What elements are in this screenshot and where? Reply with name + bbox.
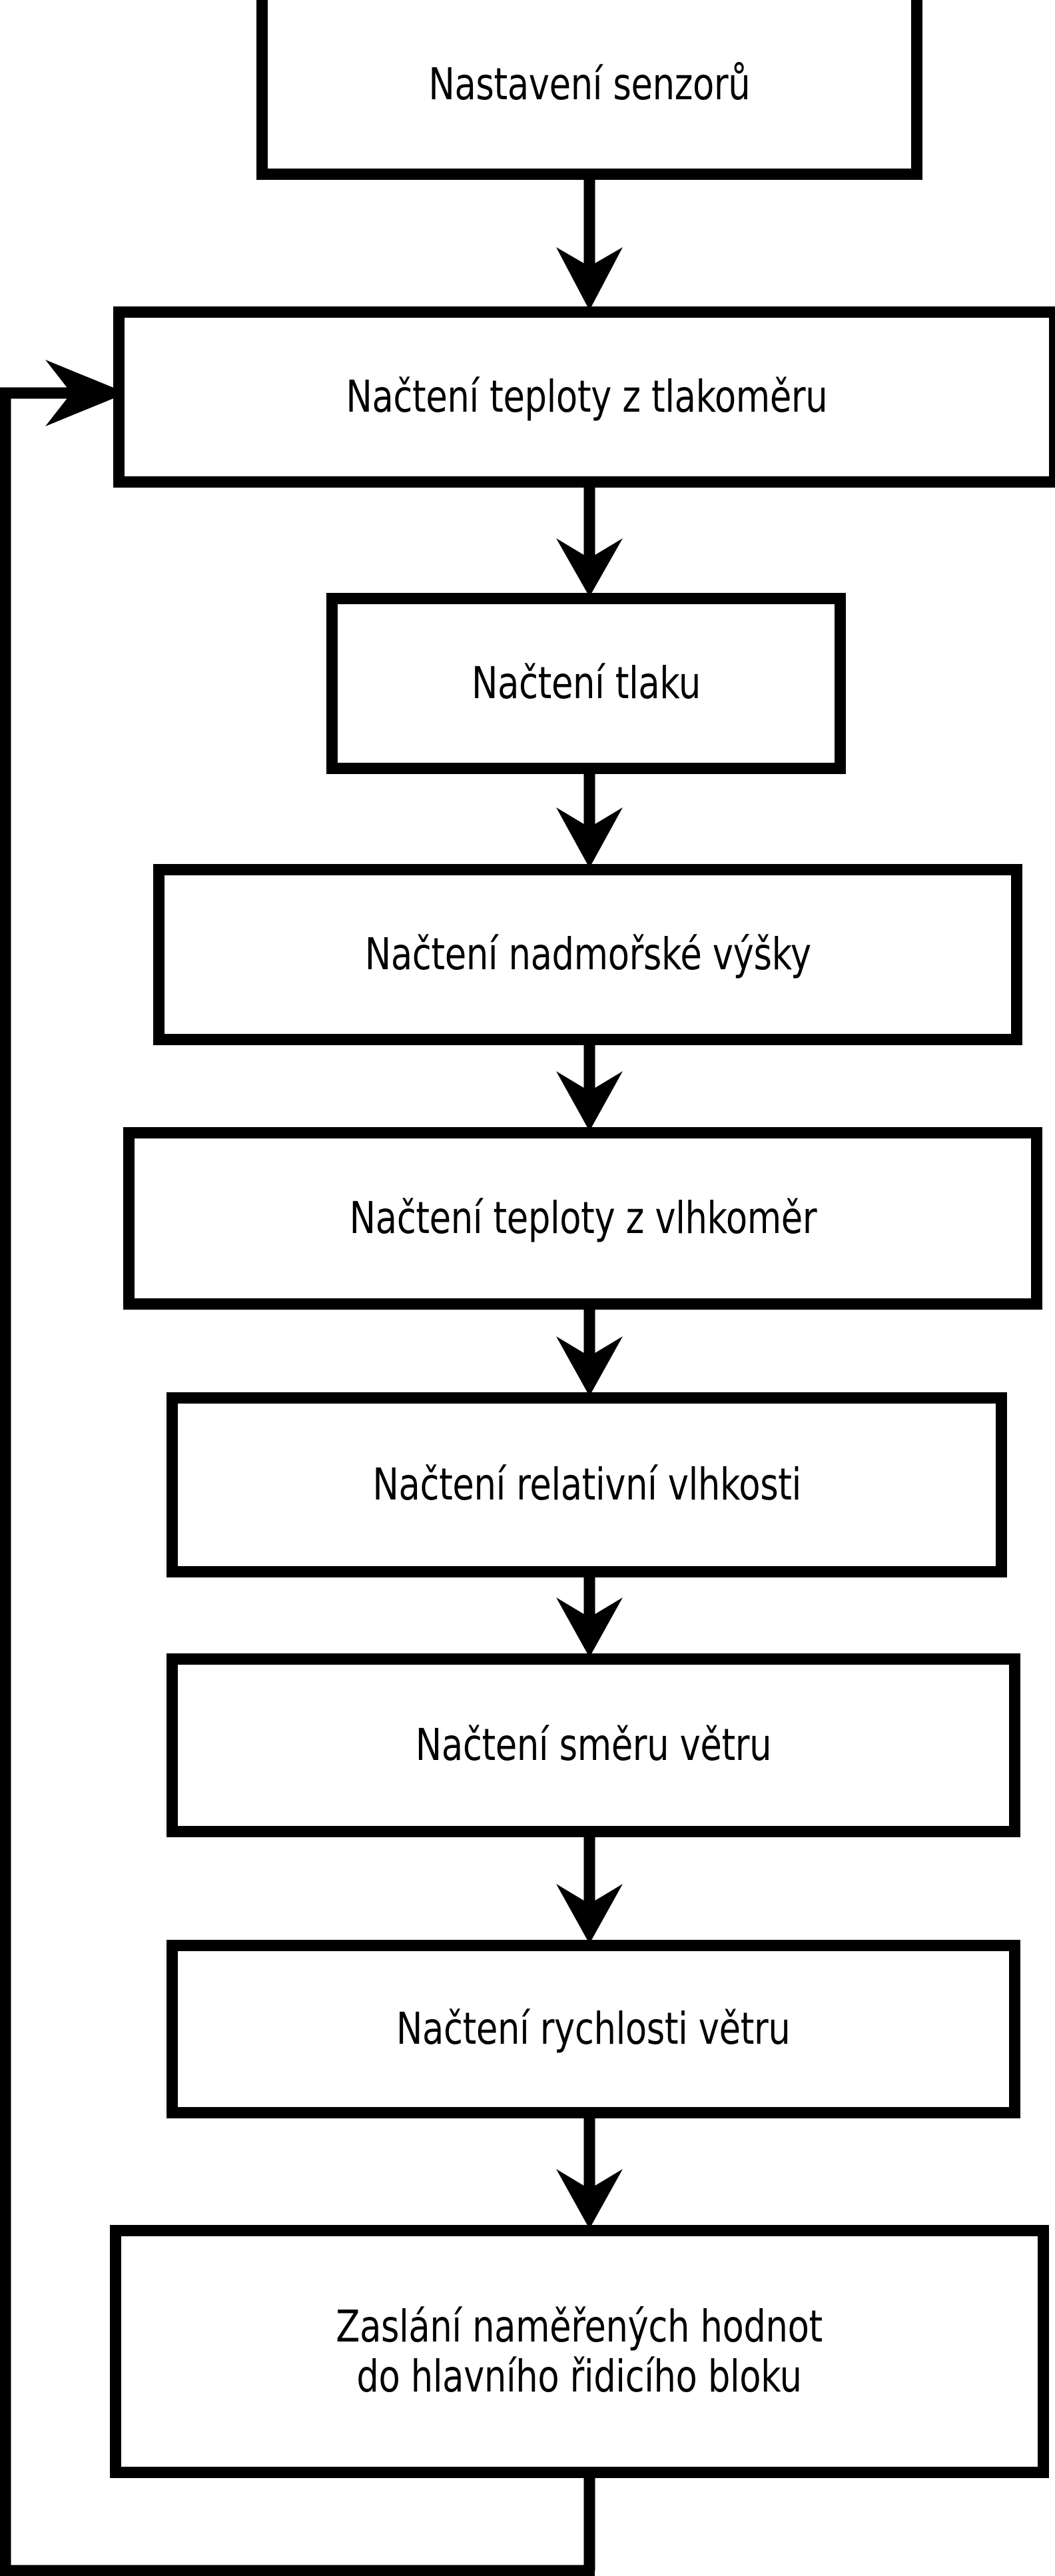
flow-node-nacteni-relativni-vlhkosti[interactable]: Načtení relativní vlhkosti (167, 1392, 1007, 1577)
flow-node-label: Zaslání naměřených hodnot do hlavního ři… (336, 2300, 823, 2402)
flow-node-nacteni-tlaku[interactable]: Načtení tlaku (326, 593, 846, 774)
flow-node-label: Načtení nadmořské výšky (364, 929, 811, 981)
flow-node-label: Načtení tlaku (472, 657, 701, 709)
flow-node-nastaveni-senzoru[interactable]: Nastavení senzorů (256, 0, 922, 180)
flow-node-label: Načtení teploty z tlakoměru (346, 371, 828, 423)
flow-node-nacteni-teploty-z-tlakomeru[interactable]: Načtení teploty z tlakoměru (113, 306, 1055, 488)
flow-node-label: Nastavení senzorů (428, 58, 751, 110)
arrow-node8-to-node9 (556, 2117, 623, 2229)
arrow-node2-to-node3 (556, 486, 623, 597)
flow-node-nacteni-smeru-vetru[interactable]: Načtení směru větru (167, 1653, 1020, 1837)
flow-node-zaslani-namerenych-hodnot[interactable]: Zaslání naměřených hodnot do hlavního ři… (110, 2225, 1049, 2478)
flow-node-nacteni-teploty-z-vlhkomeru[interactable]: Načtení teploty z vlhkoměr (123, 1127, 1042, 1310)
flow-node-label: Načtení směru větru (415, 1719, 772, 1771)
arrow-node6-to-node7 (556, 1576, 623, 1657)
flow-node-label: Načtení relativní vlhkosti (372, 1459, 801, 1511)
flow-node-label: Načtení rychlosti větru (396, 2003, 791, 2055)
flow-node-nacteni-nadmorske-vysky[interactable]: Načtení nadmořské výšky (153, 864, 1022, 1045)
arrow-node4-to-node5 (556, 1044, 623, 1131)
flow-node-nacteni-rychlosti-vetru[interactable]: Načtení rychlosti větru (167, 1940, 1020, 2118)
arrow-node1-to-node2 (556, 179, 623, 310)
arrow-node7-to-node8 (556, 1836, 623, 1944)
arrow-node5-to-node6 (556, 1308, 623, 1396)
flow-node-label: Načtení teploty z vlhkoměr (349, 1192, 817, 1244)
feedback-loop-node9-to-node2 (0, 360, 595, 2576)
arrow-node3-to-node4 (556, 773, 623, 868)
